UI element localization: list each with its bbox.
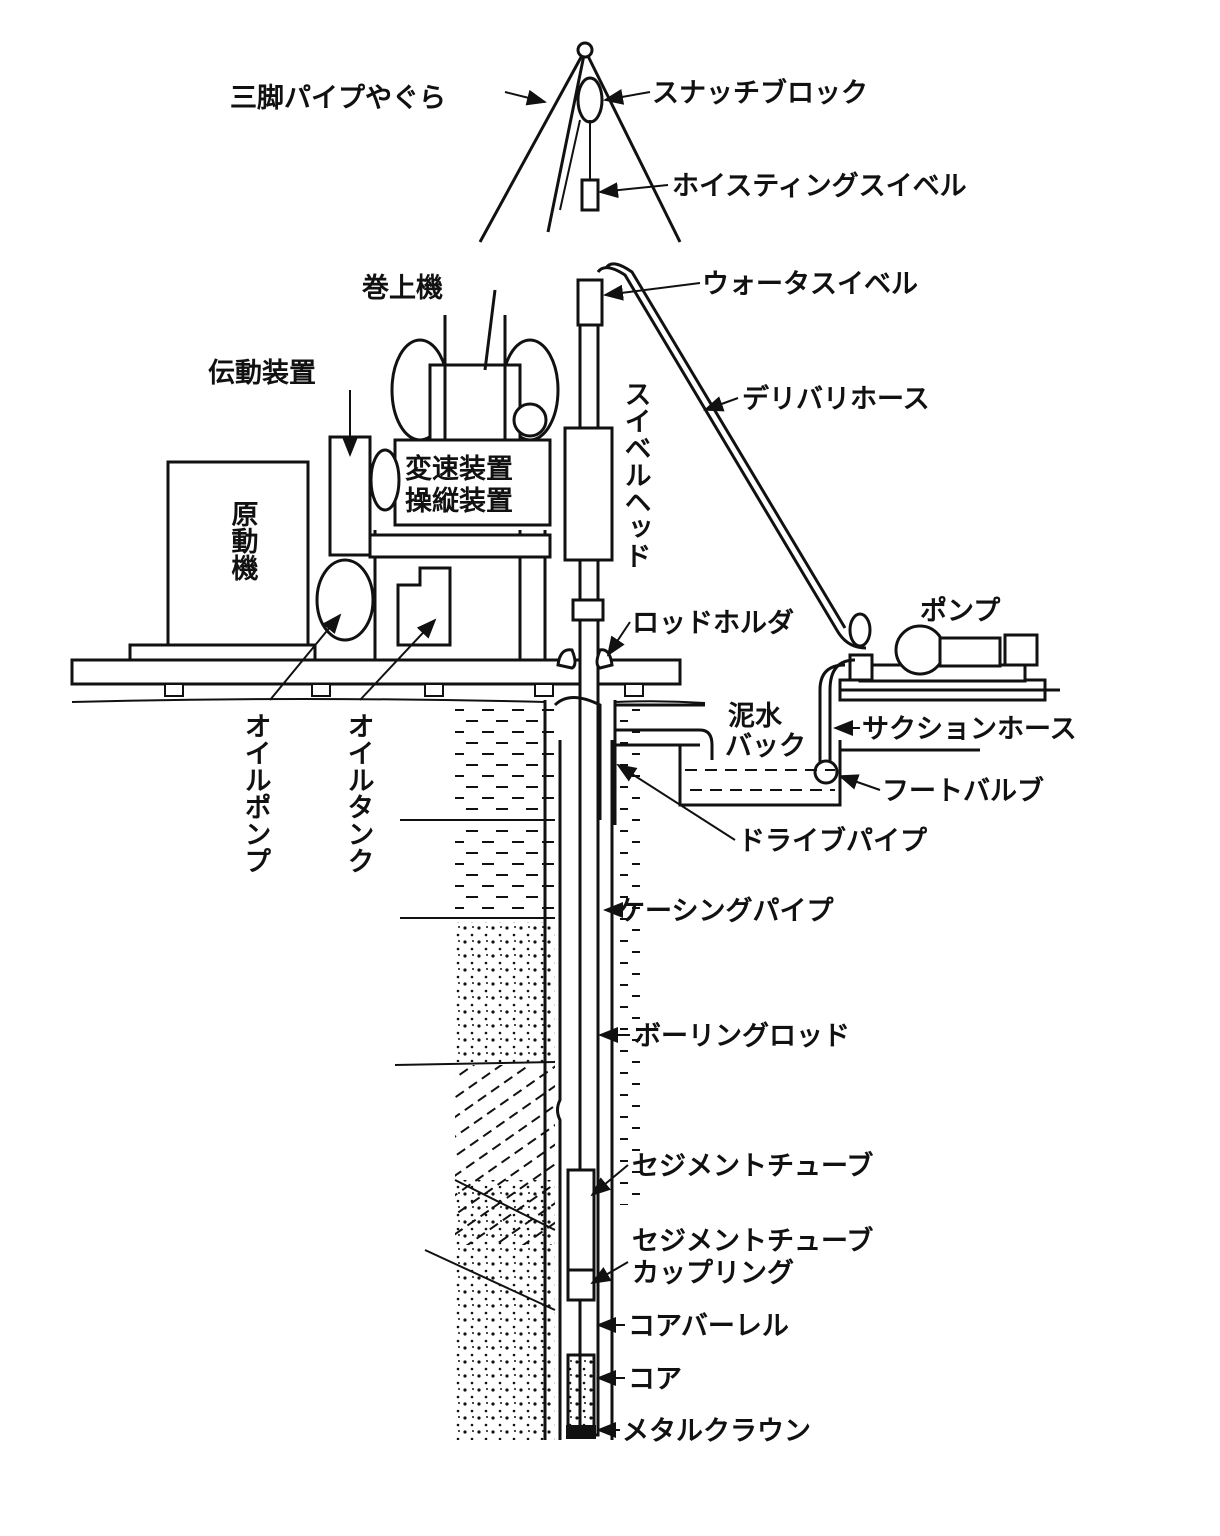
label-water-swivel: ウォータスイベル: [702, 269, 918, 300]
prime-mover: [128, 460, 317, 662]
label-metal-crown: メタルクラウン: [622, 1416, 811, 1447]
label-oil-pump: オイルポンプ: [240, 712, 271, 874]
label-mud-2: バック: [725, 731, 806, 762]
label-hoisting-swivel: ホイスティングスイベル: [672, 170, 967, 202]
label-prime-mover: 原動機: [227, 500, 259, 581]
ground-strata: [394, 705, 640, 1440]
label-coupling-1: セジメントチューブ: [632, 1225, 873, 1257]
label-winch: 巻上機: [361, 273, 443, 304]
oil-tank: [396, 566, 452, 647]
winch: [390, 289, 560, 442]
suction-hose: [828, 658, 856, 770]
label-core-barrel: コアバーレル: [628, 1311, 789, 1342]
metal-crown: [566, 1425, 596, 1439]
label-sediment-tube: セジメントチューブ: [632, 1150, 873, 1182]
water-swivel: [576, 278, 604, 327]
label-boring-rod: ボーリングロッド: [634, 1020, 850, 1052]
label-swivel-head: スイベルヘッド: [620, 380, 651, 569]
label-oil-tank: オイルタンク: [343, 712, 374, 874]
label-gearbox-1: 変速装置: [405, 453, 513, 485]
frame: [368, 530, 552, 660]
label-foot-valve: フートバルブ: [882, 775, 1044, 807]
mud-pit: [615, 688, 1060, 807]
label-snatch-block: スナッチブロック: [652, 77, 868, 109]
labels: 三脚パイプやぐら スナッチブロック ホイスティングスイベル 巻上機 ウォータスイ…: [208, 77, 1077, 1447]
delivery-hose: [596, 266, 867, 650]
leader-lines: [269, 88, 881, 1438]
drill-string: [543, 278, 617, 1440]
swivel-head: [563, 426, 614, 562]
label-core: コア: [628, 1364, 682, 1395]
label-delivery-hose: デリバリホース: [742, 383, 930, 415]
label-rod-holder: ロッドホルダ: [632, 607, 794, 639]
gearbox: [393, 438, 552, 527]
snatch-block: [576, 76, 604, 124]
label-tripod: 三脚パイプやぐら: [230, 83, 446, 114]
core: [566, 1353, 596, 1437]
label-gearbox-2: 操縦装置: [405, 486, 513, 517]
label-coupling-2: カップリング: [632, 1257, 794, 1289]
label-suction-hose: サクションホース: [862, 714, 1077, 745]
label-mud-1: 泥水: [728, 701, 783, 732]
label-transmission: 伝動装置: [208, 358, 316, 389]
tripod: [478, 41, 682, 243]
label-pump: ポンプ: [920, 596, 1001, 627]
hoisting-swivel: [580, 178, 600, 212]
label-casing-pipe: ケーシングパイプ: [618, 895, 834, 927]
oil-pump: [315, 558, 375, 642]
label-drive-pipe: ドライブパイプ: [738, 825, 928, 857]
